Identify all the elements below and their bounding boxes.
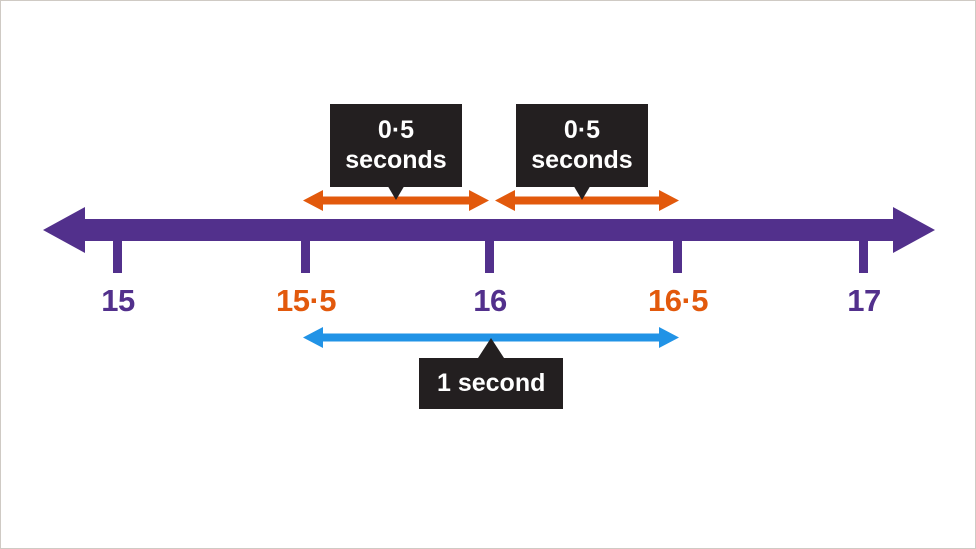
tick-15 — [113, 241, 122, 273]
tick-15-5 — [301, 241, 310, 273]
callout-half-second-left: 0·5 seconds — [330, 104, 462, 187]
callout-half-second-left-line1: 0·5 — [377, 116, 415, 144]
tick-17 — [859, 241, 868, 273]
callout-half-second-right-line2: seconds — [531, 146, 633, 174]
tick-label-17: 17 — [847, 283, 881, 318]
tick-label-16: 16 — [473, 283, 507, 318]
tick-label-15: 15 — [101, 283, 135, 318]
number-line-axis — [43, 207, 935, 253]
orange-arrow-left — [303, 190, 489, 211]
callout-half-second-right-line1: 0·5 — [563, 116, 601, 144]
tick-16 — [485, 241, 494, 273]
callout-one-second: 1 second — [419, 358, 564, 409]
blue-arrow-total — [303, 327, 679, 348]
tick-16-5 — [673, 241, 682, 273]
tick-label-15-5: 15·5 — [275, 283, 337, 318]
callout-half-second-left-line2: seconds — [345, 146, 447, 174]
orange-arrow-right — [495, 190, 679, 211]
callout-half-second-right-tail — [569, 178, 595, 200]
axis-ticks — [113, 241, 868, 273]
callout-half-second-right: 0·5 seconds — [516, 104, 648, 187]
callout-half-second-left-tail — [383, 178, 409, 200]
callout-one-second-tail — [478, 338, 504, 358]
tick-label-16-5: 16·5 — [647, 283, 709, 318]
